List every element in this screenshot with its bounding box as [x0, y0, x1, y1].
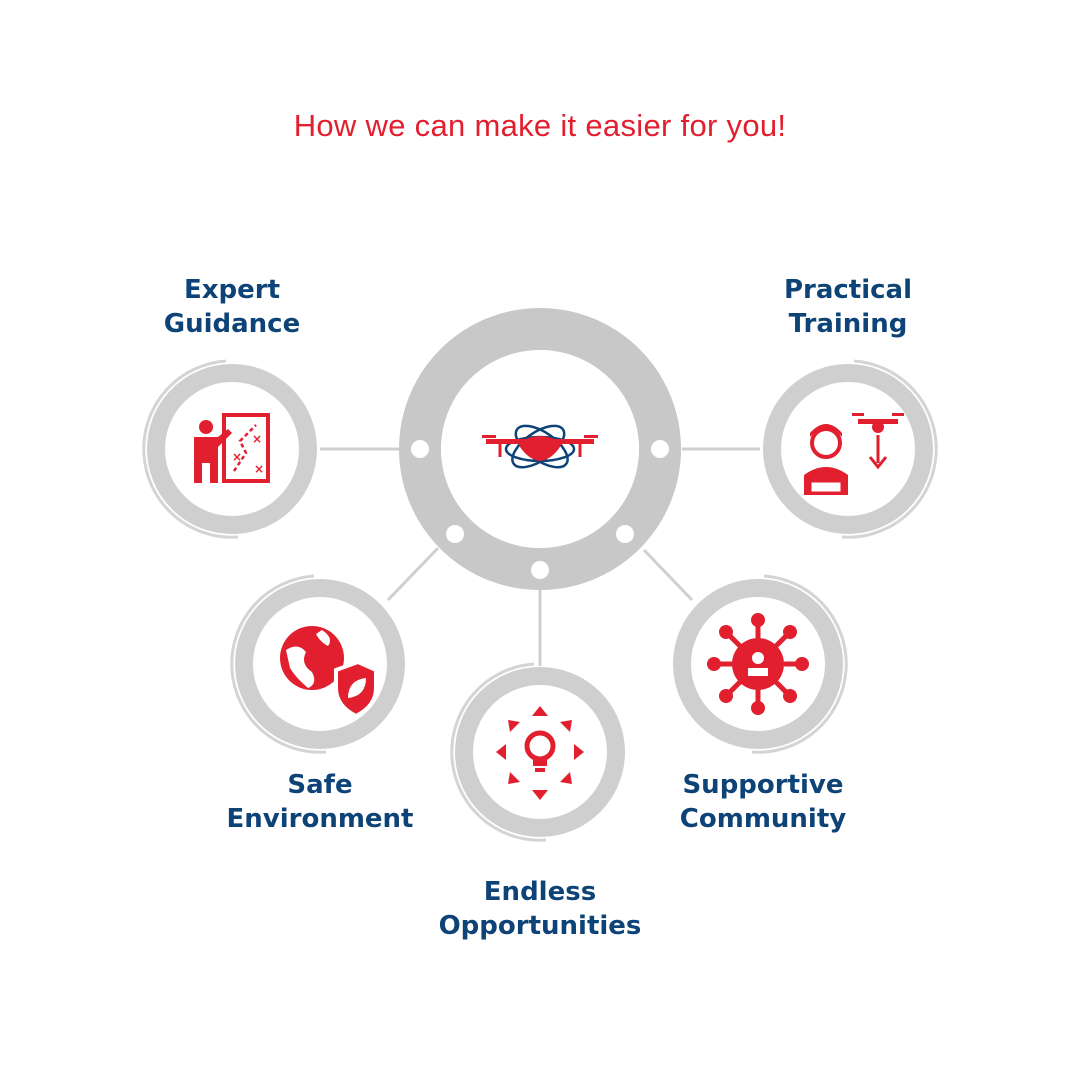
drone-orbit-icon	[482, 424, 598, 469]
svg-text:×: ×	[254, 462, 264, 476]
node-safe-environment	[230, 574, 405, 754]
label-practical-training: Practical Training	[783, 275, 913, 339]
node-expert-guidance: × × ×	[142, 359, 317, 539]
hub-dot	[411, 440, 429, 458]
connector-safe-environment	[386, 546, 440, 602]
label-safe-environment: Safe Environment	[226, 770, 414, 834]
label-endless-opportunities: Endless Opportunities	[438, 877, 642, 941]
hub-dot	[446, 525, 464, 543]
label-expert-guidance: Expert Guidance	[163, 275, 301, 339]
node-endless-opportunities	[450, 662, 625, 842]
svg-text:×: ×	[252, 432, 262, 446]
pilot-flying-drone-icon	[804, 413, 904, 495]
connector-supportive-community	[642, 548, 694, 602]
hub-dot	[531, 561, 549, 579]
page-title: How we can make it easier for you!	[293, 108, 787, 143]
connected-people-network-icon	[707, 613, 809, 715]
label-supportive-community: Supportive Community	[679, 770, 847, 834]
lightbulb-arrows-icon	[496, 706, 584, 800]
center-hub	[399, 308, 681, 590]
node-supportive-community	[673, 574, 848, 754]
globe-shield-leaf-icon	[280, 626, 378, 719]
hub-dot	[651, 440, 669, 458]
connector-lines	[320, 447, 760, 666]
hub-dot	[616, 525, 634, 543]
presenter-strategy-board-icon: × × ×	[194, 413, 270, 483]
node-practical-training	[763, 359, 938, 539]
svg-text:×: ×	[232, 450, 242, 464]
